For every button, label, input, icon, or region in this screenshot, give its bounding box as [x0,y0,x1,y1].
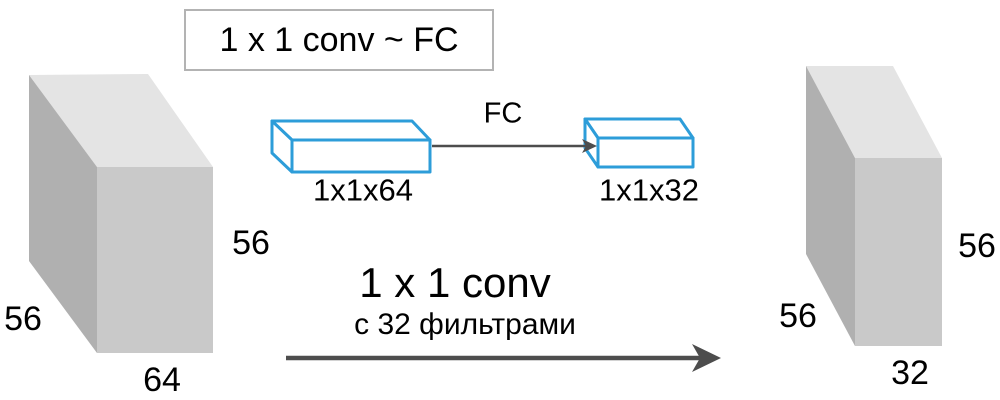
output-tensor-side-face [806,66,855,346]
fc-arrow [432,139,597,153]
output-tensor-channels-label: 32 [891,354,929,392]
input-tensor-cuboid [29,74,213,353]
input-tensor-side-label: 56 [4,300,42,338]
conv-arrow [286,344,721,372]
input-tensor-side-face [29,75,97,353]
conv-arrow-head [692,344,721,372]
fc-arrow-label: FC [483,97,523,130]
fc-input-slab-label: 1x1x64 [313,172,413,208]
input-tensor-channels-label: 64 [143,361,181,399]
conv-annotation-line2: с 32 фильтрами [354,308,576,341]
equivalence-title-box: 1 x 1 conv ~ FC [184,9,494,71]
fc-output-slab-label: 1x1x32 [599,172,699,208]
fc-input-slab-top-face [270,119,432,142]
input-tensor-front-face [97,167,213,353]
fc-arrow-head [582,139,597,153]
input-tensor-height-label: 56 [232,224,270,262]
output-tensor-top-face [806,66,942,158]
fc-output-slab-top-face [583,117,695,140]
fc-output-slab [583,117,695,169]
output-tensor-cuboid [806,66,942,346]
fc-input-slab-front-face [290,138,432,174]
input-tensor-top-face [29,74,213,167]
fc-input-slab [270,119,432,174]
output-tensor-side-label: 56 [779,297,817,335]
output-tensor-height-label: 56 [958,227,996,265]
conv-annotation-line1: 1 x 1 conv [359,259,551,306]
fc-output-slab-front-face [596,136,695,169]
equivalence-title-label: 1 x 1 conv ~ FC [219,20,459,59]
output-tensor-front-face [855,158,942,346]
